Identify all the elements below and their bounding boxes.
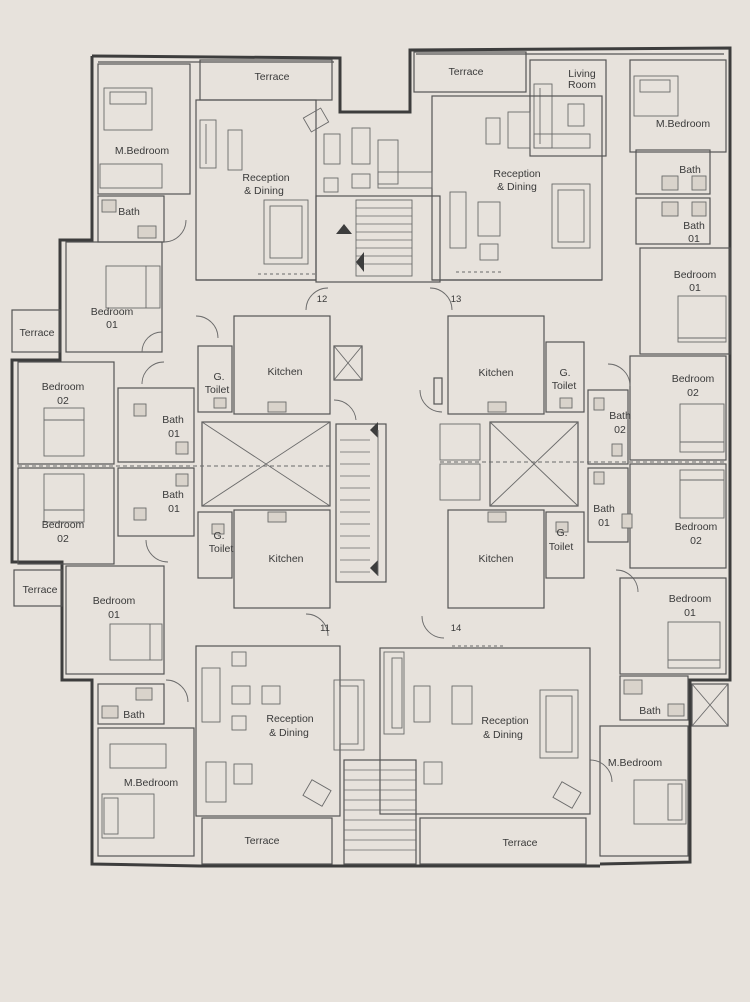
label-bed01-sw-2: 01 <box>108 609 120 621</box>
label-bath-sw: Bath <box>123 709 145 721</box>
kitchens <box>195 315 545 609</box>
label-bed02-e1-1: Bedroom <box>672 373 715 385</box>
apartment-14 <box>379 577 729 865</box>
label-terrace-sw: Terrace <box>244 835 279 847</box>
label-gtoilet-3b: Toilet <box>209 543 234 555</box>
label-reception-sw-1: Reception <box>266 713 313 725</box>
apartment-number-11: 11 <box>320 623 330 634</box>
label-reception-se-2: & Dining <box>483 729 523 741</box>
label-gtoilet-4a: G. <box>556 527 567 539</box>
label-gtoilet-1b: Toilet <box>205 384 230 396</box>
east-bedrooms <box>433 355 727 593</box>
label-kitchen-4: Kitchen <box>478 553 513 565</box>
label-reception-nw-2: & Dining <box>244 185 284 197</box>
south-stair <box>343 759 417 865</box>
label-bath-nw: Bath <box>118 206 140 218</box>
label-bed02-e2-2: 02 <box>690 535 702 547</box>
label-terrace-w2: Terrace <box>22 584 57 596</box>
apartment-number-14: 14 <box>451 623 462 634</box>
label-gtoilet-2b: Toilet <box>552 380 577 392</box>
label-bed01-ne-2: 01 <box>689 282 701 294</box>
terrace-ne <box>413 51 527 93</box>
label-bath01-w2-1: Bath <box>162 489 184 501</box>
label-bed01-nw-1: Bedroom <box>91 306 134 318</box>
label-bed01-nw-2: 01 <box>106 319 118 331</box>
outer-walls <box>10 46 732 868</box>
label-mbed-sw: M.Bedroom <box>124 777 179 789</box>
label-terrace-se: Terrace <box>502 837 537 849</box>
label-bath02-e-1: Bath <box>609 410 631 422</box>
label-bed01-sw-1: Bedroom <box>93 595 136 607</box>
apartment-11 <box>65 565 365 865</box>
label-bed02-w2-1: Bedroom <box>42 519 85 531</box>
label-bath-ne-a: Bath <box>679 164 701 176</box>
label-mbed-nw: M.Bedroom <box>115 145 170 157</box>
label-bath02-e-2: 02 <box>614 424 626 436</box>
label-reception-se-1: Reception <box>481 715 528 727</box>
label-bath-ne-b2: 01 <box>688 233 700 245</box>
apartment-numbers: 12 13 11 14 <box>317 294 462 634</box>
label-bed02-e1-2: 02 <box>687 387 699 399</box>
room-labels: Terrace Terrace Living Room M.Bedroom M.… <box>19 66 717 849</box>
label-bed01-se-2: 01 <box>684 607 696 619</box>
label-reception-sw-2: & Dining <box>269 727 309 739</box>
label-mbed-ne: M.Bedroom <box>656 118 711 130</box>
label-gtoilet-1a: G. <box>213 371 224 383</box>
label-bath01-e-2: 01 <box>598 517 610 529</box>
label-gtoilet-4b: Toilet <box>549 541 574 553</box>
label-bed02-w2-2: 02 <box>57 533 69 545</box>
label-reception-nw-1: Reception <box>242 172 289 184</box>
label-bath01-w1-1: Bath <box>162 414 184 426</box>
label-bath01-w1-2: 01 <box>168 428 180 440</box>
label-living-room-2: Room <box>568 79 596 91</box>
label-kitchen-3: Kitchen <box>268 553 303 565</box>
label-bed02-e2-1: Bedroom <box>675 521 718 533</box>
label-living-room-1: Living <box>568 68 596 80</box>
label-kitchen-1: Kitchen <box>267 366 302 378</box>
guest-toilets <box>197 341 585 579</box>
label-mbed-se: M.Bedroom <box>608 757 663 769</box>
label-reception-ne-2: & Dining <box>497 181 537 193</box>
label-bath-se: Bath <box>639 705 661 717</box>
label-terrace-ne: Terrace <box>448 66 483 78</box>
label-terrace-nw: Terrace <box>254 71 289 83</box>
apartment-12 <box>65 63 371 353</box>
core <box>201 195 579 583</box>
apartment-number-12: 12 <box>317 294 328 305</box>
west-bedrooms <box>11 309 330 607</box>
label-bath01-e-1: Bath <box>593 503 615 515</box>
label-bath01-w2-2: 01 <box>168 503 180 515</box>
label-bed02-w1-2: 02 <box>57 395 69 407</box>
label-bed02-w1-1: Bedroom <box>42 381 85 393</box>
label-reception-ne-1: Reception <box>493 168 540 180</box>
label-bath-ne-b1: Bath <box>683 220 705 232</box>
apartment-13 <box>377 59 731 355</box>
label-gtoilet-3a: G. <box>213 530 224 542</box>
label-bed01-se-1: Bedroom <box>669 593 712 605</box>
label-kitchen-2: Kitchen <box>478 367 513 379</box>
label-terrace-w1: Terrace <box>19 327 54 339</box>
label-gtoilet-2a: G. <box>559 367 570 379</box>
apartment-number-13: 13 <box>451 294 462 305</box>
label-bed01-ne-1: Bedroom <box>674 269 717 281</box>
